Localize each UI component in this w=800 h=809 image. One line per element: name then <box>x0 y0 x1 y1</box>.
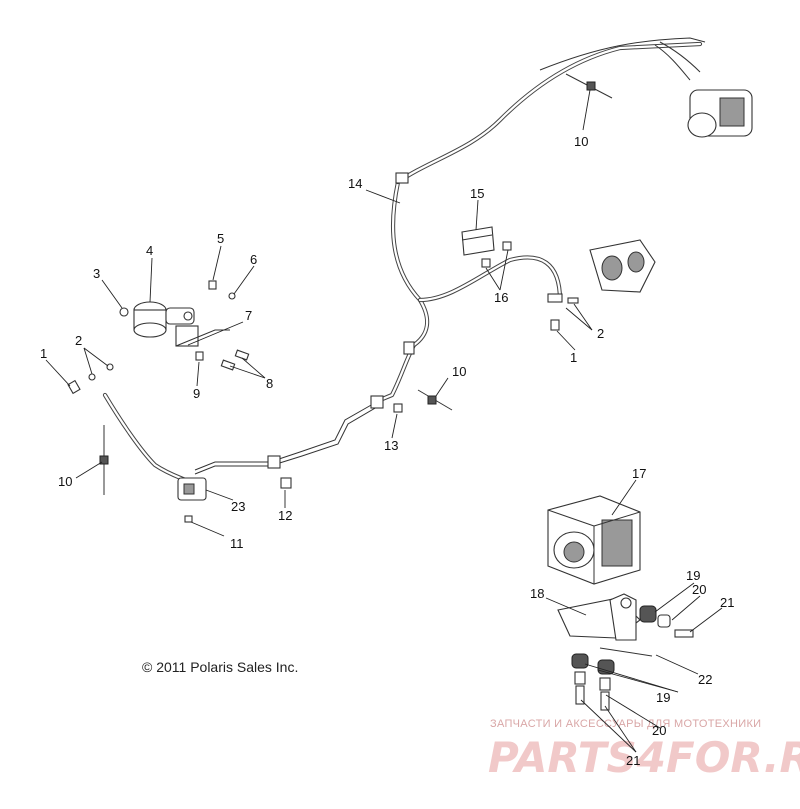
watermark-tagline: ЗАПЧАСТИ И АКСЕССУАРЫ ДЛЯ МОТОТЕХНИКИ <box>490 718 761 730</box>
callout-20b: 20 <box>652 723 666 738</box>
brake-line-clamp <box>177 477 207 501</box>
master-cylinder <box>119 301 230 347</box>
callout-16: 16 <box>494 290 508 305</box>
callout-22: 22 <box>698 672 712 687</box>
callout-6: 6 <box>250 252 257 267</box>
callout-13: 13 <box>384 438 398 453</box>
callout-10b: 10 <box>452 364 466 379</box>
callout-11: 11 <box>230 536 244 551</box>
callout-20a: 20 <box>692 582 706 597</box>
callout-7: 7 <box>245 308 252 323</box>
hardware <box>67 241 579 523</box>
callout-21b: 21 <box>626 753 640 768</box>
callout-23: 23 <box>231 499 245 514</box>
callout-4: 4 <box>146 243 153 258</box>
leader-lines <box>45 89 723 753</box>
callout-21a: 21 <box>720 595 734 610</box>
callout-1a: 1 <box>40 346 47 361</box>
callout-12: 12 <box>278 508 292 523</box>
watermark-brand: PARTS4FOR.RU <box>488 733 800 782</box>
watermark: ЗАПЧАСТИ И АКСЕССУАРЫ ДЛЯ МОТОТЕХНИКИ PA… <box>488 718 800 782</box>
callout-2a: 2 <box>75 333 82 348</box>
abs-module <box>547 495 641 585</box>
copyright-notice: © 2011 Polaris Sales Inc. <box>142 659 298 675</box>
bracket-15 <box>461 226 495 256</box>
callout-8: 8 <box>266 376 273 391</box>
callout-10a: 10 <box>58 474 72 489</box>
caliper-lower <box>589 239 656 293</box>
abs-bracket <box>557 593 653 657</box>
callout-3: 3 <box>93 266 100 281</box>
callout-15: 15 <box>470 186 484 201</box>
caliper-upper <box>687 89 753 138</box>
callout-1b: 1 <box>570 350 577 365</box>
callout-10c: 10 <box>574 134 588 149</box>
callout-labels: 1 1 2 2 3 4 5 6 7 8 9 10 10 10 11 12 13 … <box>40 134 734 768</box>
callout-19a: 19 <box>686 568 700 583</box>
callout-17: 17 <box>632 466 646 481</box>
callout-14: 14 <box>348 176 362 191</box>
callout-18: 18 <box>530 586 544 601</box>
callout-5: 5 <box>217 231 224 246</box>
callout-19b: 19 <box>656 690 670 705</box>
grommets <box>571 605 694 711</box>
cable-ties <box>99 73 613 495</box>
callout-9: 9 <box>193 386 200 401</box>
callout-2b: 2 <box>597 326 604 341</box>
